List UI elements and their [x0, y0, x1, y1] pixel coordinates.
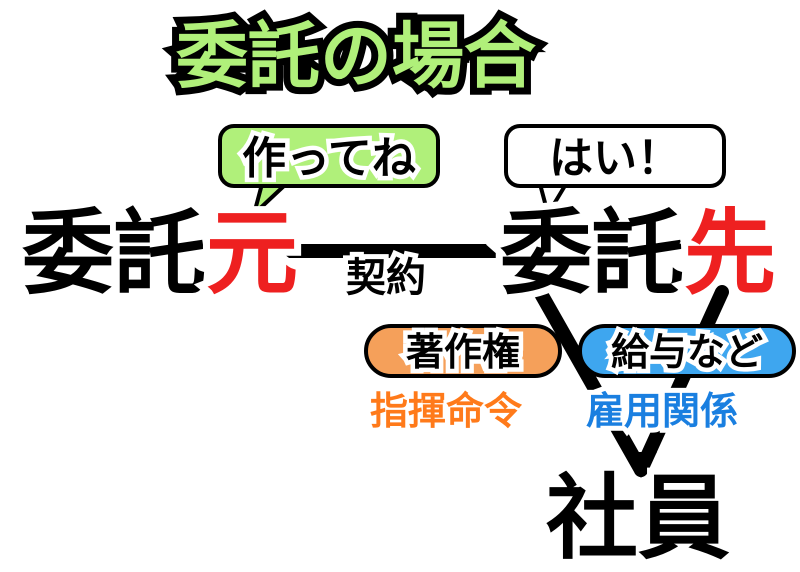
employment-relation-label: 雇用関係 — [581, 387, 743, 435]
copyright-pill: 著作権 — [364, 324, 562, 378]
copyright-pill-text: 著作権 — [401, 329, 524, 376]
contractor-entity-main: 委託 — [493, 200, 691, 307]
command-relation-label: 指揮命令 — [365, 387, 527, 435]
client-entity-main: 委託 — [15, 200, 213, 307]
contract-label: 契約 — [341, 253, 431, 303]
salary-pill-text: 給与など — [606, 329, 767, 376]
employee-entity: 社員 — [539, 465, 737, 572]
contractor-entity: 委託先 — [493, 201, 783, 307]
v-arrow-tip — [625, 452, 657, 478]
v-line-left — [533, 285, 648, 477]
salary-pill: 給与など — [578, 324, 796, 378]
client-entity-accent: 元 — [199, 200, 305, 307]
diagram-title: 委託の場合 — [169, 13, 543, 99]
client-speech-bubble: 作ってね — [218, 124, 440, 188]
client-speech-text: 作ってね — [238, 132, 421, 185]
contractor-entity-accent: 先 — [677, 200, 783, 307]
client-entity: 委託元 — [15, 201, 305, 307]
contractor-speech-text: はい！ — [545, 132, 686, 185]
contractor-speech-bubble: はい！ — [504, 124, 726, 188]
v-line-right — [634, 285, 729, 477]
